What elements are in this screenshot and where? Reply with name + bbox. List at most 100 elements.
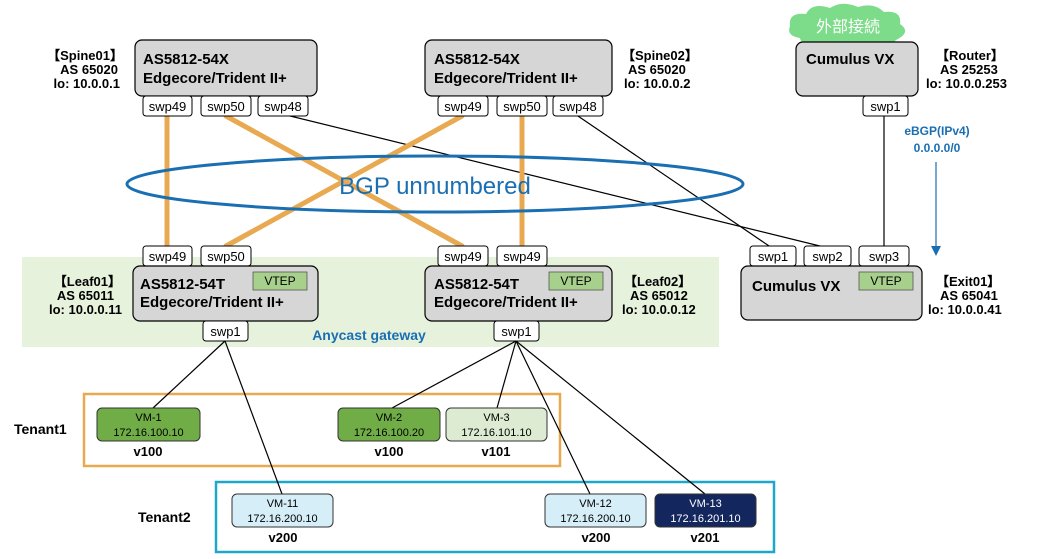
exit01-switch[interactable]: Cumulus VX VTEP xyxy=(740,265,923,321)
ebgp-label-2: 0.0.0.0/0 xyxy=(914,141,961,155)
leaf02-port-swp49-a[interactable]: swp49 xyxy=(437,245,489,267)
exit01-vtep-badge xyxy=(858,271,914,291)
router-switch[interactable]: Cumulus VX xyxy=(795,41,919,97)
spine02-box xyxy=(424,39,613,97)
leaf01-port-swp1[interactable]: swp1 xyxy=(202,320,249,342)
port-label: swp50 xyxy=(207,99,245,114)
spine01-info-lo: lo: 10.0.0.1 xyxy=(54,76,120,91)
spine01-switch[interactable]: AS5812-54X Edgecore/Trident II+ xyxy=(134,39,318,97)
anycast-gateway-label: Anycast gateway xyxy=(312,327,426,343)
port-label: swp1 xyxy=(501,324,531,339)
port-label: swp49 xyxy=(444,249,482,264)
spine02-switch[interactable]: AS5812-54X Edgecore/Trident II+ xyxy=(424,39,613,97)
spine01-box xyxy=(134,39,318,97)
leaf02-port-swp49-b[interactable]: swp49 xyxy=(496,245,548,267)
spine01-info-name: 【Spine01】 xyxy=(47,48,123,63)
spine02-port-swp50[interactable]: swp50 xyxy=(496,95,548,117)
tenant1-label: Tenant1 xyxy=(14,421,67,437)
port-label: swp50 xyxy=(207,249,245,264)
leaf01-vtep-label: VTEP xyxy=(264,274,295,288)
router-info-name: 【Router】 xyxy=(936,48,1004,63)
vm-1[interactable]: VM-1 172.16.100.10 xyxy=(96,407,201,442)
vm-3[interactable]: VM-3 172.16.101.10 xyxy=(445,407,548,442)
exit01-port-swp3[interactable]: swp3 xyxy=(858,245,910,267)
leaf02-switch[interactable]: AS5812-54T Edgecore/Trident II+ VTEP xyxy=(424,265,613,322)
leaf01-port-swp49[interactable]: swp49 xyxy=(142,245,193,267)
exit01-title: Cumulus VX xyxy=(752,278,840,295)
spine01-info-as: AS 65020 xyxy=(60,62,118,77)
cloud-label: 外部接続 xyxy=(816,18,880,36)
router-info-lo: lo: 10.0.0.253 xyxy=(926,76,1007,91)
link-leaf02-vm13 xyxy=(515,340,706,495)
black-links xyxy=(152,113,885,495)
link-leaf01-vm11 xyxy=(224,340,283,495)
leaf02-port-swp1[interactable]: swp1 xyxy=(493,320,540,342)
exit01-port-swp2[interactable]: swp2 xyxy=(803,245,852,267)
leaf02-info-lo: lo: 10.0.0.12 xyxy=(622,302,696,317)
exit01-info-lo: lo: 10.0.0.41 xyxy=(928,302,1002,317)
port-label: swp49 xyxy=(149,249,187,264)
vm-name: VM-2 xyxy=(376,412,402,424)
leaf01-vtep-badge xyxy=(252,271,308,291)
exit01-vtep-label: VTEP xyxy=(870,274,901,288)
leaf02-title: AS5812-54T xyxy=(434,276,519,293)
spine02-info-lo: lo: 10.0.0.2 xyxy=(624,76,690,91)
link-leaf02-vm3 xyxy=(496,340,517,409)
bgp-label: BGP unnumbered xyxy=(339,173,531,200)
port-label: swp48 xyxy=(264,99,302,114)
vm-2[interactable]: VM-2 172.16.100.20 xyxy=(337,407,441,442)
port-label: swp1 xyxy=(758,249,788,264)
port-label: swp3 xyxy=(869,249,899,264)
link-leaf01-vm1 xyxy=(152,340,226,409)
leaf01-port-swp50[interactable]: swp50 xyxy=(200,245,252,267)
exit01-port-swp1[interactable]: swp1 xyxy=(749,245,797,267)
vm-ip: 172.16.100.10 xyxy=(113,427,183,439)
leaf01-switch[interactable]: AS5812-54T Edgecore/Trident II+ VTEP xyxy=(132,265,319,322)
leaf01-info-name: 【Leaf01】 xyxy=(54,274,121,289)
vm-13-vlan: v201 xyxy=(691,530,720,545)
router-port-swp1[interactable]: swp1 xyxy=(862,95,909,117)
link-spine02-swp48-exit01-swp1 xyxy=(574,113,773,249)
leaf01-subtitle: Edgecore/Trident II+ xyxy=(140,294,284,311)
vm-11-vlan: v200 xyxy=(269,530,298,545)
vm-name: VM-12 xyxy=(579,498,611,510)
spine01-port-swp49[interactable]: swp49 xyxy=(142,95,193,117)
leaf02-subtitle: Edgecore/Trident II+ xyxy=(434,294,578,311)
vm-11[interactable]: VM-11 172.16.200.10 xyxy=(231,493,334,528)
vm-ip: 172.16.200.10 xyxy=(247,513,317,525)
tenant1-frame xyxy=(82,392,562,468)
leaf02-vtep-label: VTEP xyxy=(560,274,591,288)
port-label: swp1 xyxy=(210,324,240,339)
vm-13[interactable]: VM-13 172.16.201.10 xyxy=(654,493,757,528)
vm-ip: 172.16.200.10 xyxy=(560,513,630,525)
port-label: swp50 xyxy=(503,99,541,114)
router-title: Cumulus VX xyxy=(806,51,894,68)
spine02-subtitle: Edgecore/Trident II+ xyxy=(434,70,578,87)
port-label: swp49 xyxy=(444,99,482,114)
vm-12[interactable]: VM-12 172.16.200.10 xyxy=(544,493,647,528)
exit01-info-name: 【Exit01】 xyxy=(936,274,1000,289)
ebgp-label-1: eBGP(IPv4) xyxy=(904,124,969,138)
spine02-port-swp49[interactable]: swp49 xyxy=(437,95,489,117)
spine02-title: AS5812-54X xyxy=(434,51,520,68)
spine02-port-swp48[interactable]: swp48 xyxy=(552,95,604,117)
port-label: swp49 xyxy=(503,249,541,264)
tenant2-frame xyxy=(214,480,776,554)
link-spine01-swp48-exit01-swp2 xyxy=(281,113,829,249)
spine02-info-as: AS 65020 xyxy=(628,62,686,77)
spine02-info-name: 【Spine02】 xyxy=(622,48,698,63)
vm-1-vlan: v100 xyxy=(134,444,163,459)
leaf02-vtep-badge xyxy=(548,271,604,291)
link-leaf02-vm12 xyxy=(515,340,591,495)
leaf01-title: AS5812-54T xyxy=(140,276,225,293)
fabric-links xyxy=(164,113,525,249)
link-leaf02-vm2 xyxy=(391,340,517,409)
leaf02-info-name: 【Leaf02】 xyxy=(624,274,691,289)
spine01-port-swp50[interactable]: swp50 xyxy=(200,95,252,117)
vm-2-vlan: v100 xyxy=(375,444,404,459)
tenant2-label: Tenant2 xyxy=(138,509,191,525)
port-label: swp49 xyxy=(149,99,187,114)
spine01-port-swp48[interactable]: swp48 xyxy=(257,95,309,117)
spine01-subtitle: Edgecore/Trident II+ xyxy=(143,70,287,87)
external-cloud-icon: 外部接続 xyxy=(789,3,906,49)
